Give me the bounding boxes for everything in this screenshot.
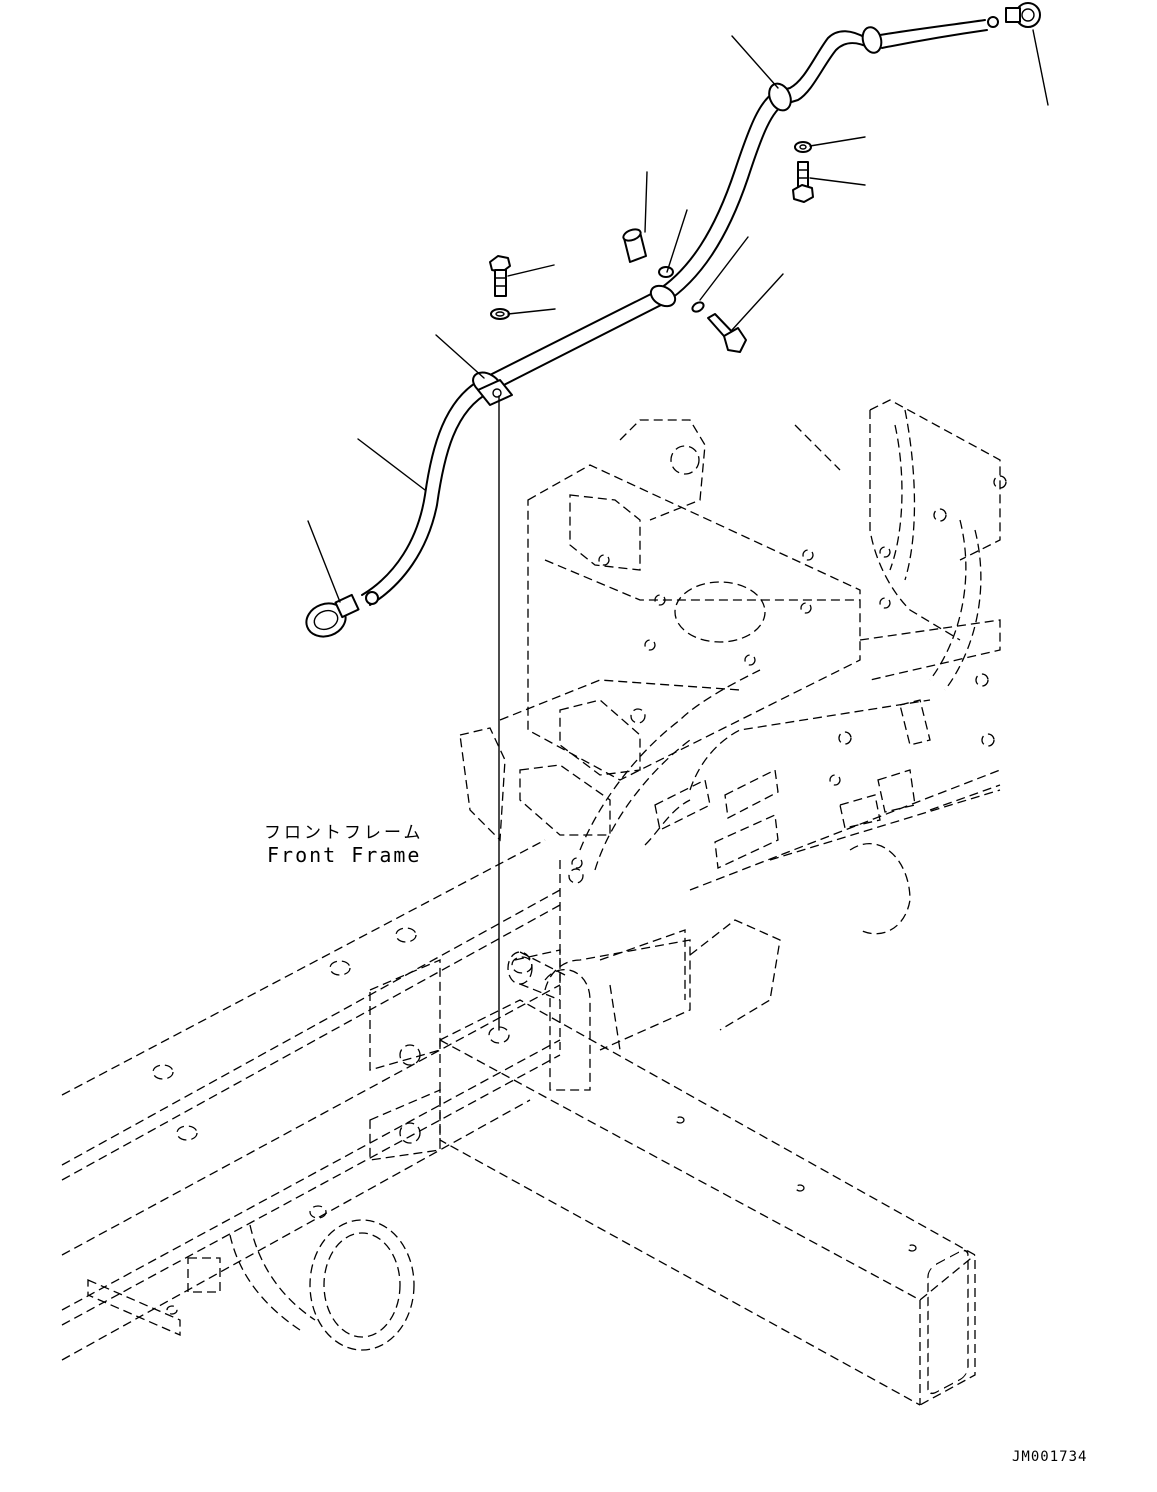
clamp-bracket [477,379,513,406]
bolt-upper [792,161,814,203]
lower-round-feature [87,1219,415,1351]
rear-frame-body [459,419,931,1051]
frame-bosses [152,927,533,1219]
washer-left [490,308,510,320]
hose-clamp-middle [649,284,677,308]
pivot-pin [507,951,591,1091]
grommet [861,26,883,54]
front-frame-label-en: Front Frame [267,843,422,867]
hose-upper-edge [361,30,867,596]
pivot-brackets [369,959,441,1161]
washer-upper [794,141,812,153]
washer-middle [658,266,674,278]
front-frame [61,399,1007,1406]
hose-fitting-right [987,2,1041,28]
front-frame-label-jp: フロントフレーム [264,823,424,843]
washer-upper-hole [799,144,807,150]
hose-fitting-left [305,591,379,638]
hose-right-segment-top [879,19,986,36]
hose-assembly [305,2,1041,638]
hose-right-segment-bottom [881,29,988,49]
hardware [489,141,814,353]
bolt-left [489,255,511,297]
leader-lines [307,29,1049,1031]
cross-beam [439,999,976,1406]
drawing-code: JM001734 [1012,1449,1088,1465]
washer-angled [691,301,705,313]
clamp-bracket-hole [492,388,502,398]
hose-lower-edge [369,42,871,606]
bolt-angled [707,313,747,353]
spacer [622,228,647,263]
washer-left-hole [495,311,505,317]
right-frame-body [514,399,1007,1051]
hose-clamp-upper [768,82,792,112]
